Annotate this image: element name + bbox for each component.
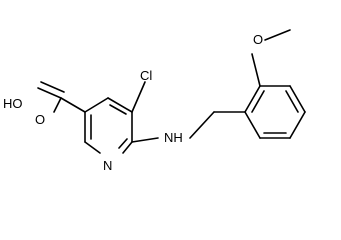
bond-carboxyl-oh: [53, 97, 62, 113]
bond-n-c1: [84, 141, 101, 154]
bond-c-cl: [131, 81, 146, 113]
amine-linker: [131, 111, 246, 143]
bond-b3-b4-inner: [285, 90, 299, 113]
atom-label-o-carboxyl: O: [35, 112, 45, 127]
atom-label-ho: HO: [3, 96, 23, 111]
bond-b1-b2: [244, 85, 261, 113]
bond-c4-c5-inner: [109, 104, 127, 115]
bond-benzene-o: [251, 53, 261, 87]
bond-ring-nh: [131, 137, 159, 143]
methoxy-group: [251, 29, 291, 87]
bond-b1-b2-inner: [251, 90, 265, 113]
atom-label-n-pyridine: N: [103, 158, 112, 173]
benzene-ring: [244, 85, 306, 139]
bond-b6-b1: [244, 111, 261, 139]
bond-c6-n: [122, 141, 133, 154]
structure-diagram: Cl O NH N HO O: [3, 29, 306, 173]
bond-carboxyl-o-2: [40, 81, 65, 93]
bond-nh-ch2: [189, 111, 215, 139]
molecule-svg: Cl O NH N HO O: [3, 29, 306, 173]
carboxyl-group: [37, 81, 86, 113]
bond-c6-n-inner: [118, 138, 128, 149]
bond-ring-carboxyl: [60, 97, 86, 113]
bond-o-methyl: [264, 29, 291, 41]
atom-label-nh: NH: [164, 130, 183, 145]
bond-carboxyl-o-1: [37, 87, 62, 99]
bond-b4-b5: [289, 111, 306, 139]
atom-label-cl: Cl: [140, 68, 152, 83]
bond-c3-c4: [84, 97, 109, 113]
pyridine-ring: [84, 97, 133, 154]
bond-c4-c5: [107, 97, 133, 113]
bond-b3-b4: [289, 85, 306, 113]
atom-label-o-methoxy: O: [253, 32, 263, 47]
